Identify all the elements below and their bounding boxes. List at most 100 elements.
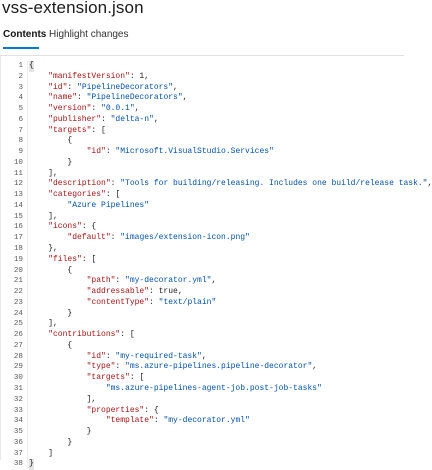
code-line: 6 "publisher": "delta-n", <box>1 114 405 126</box>
code-line: 34 "template": "my-decorator.yml" <box>1 416 405 428</box>
line-number: 18 <box>13 245 23 254</box>
code-line: 1{ <box>1 61 405 72</box>
line-number: 11 <box>13 169 23 178</box>
code-line: 37 ] <box>1 448 405 460</box>
gutter-divider <box>27 157 28 169</box>
code-line: 5 "version": "0.0.1", <box>1 104 405 115</box>
line-text: } <box>29 459 34 470</box>
line-number: 38 <box>13 460 23 469</box>
gutter-divider <box>27 82 28 94</box>
line-number: 35 <box>13 428 23 437</box>
line-text: "default": "images/extension-icon.png" <box>67 233 250 243</box>
gutter-divider <box>27 340 28 352</box>
line-number: 10 <box>13 158 23 167</box>
tab-contents[interactable]: Contents <box>3 29 47 40</box>
code-line: 10 } <box>1 157 405 169</box>
line-text: "manifestVersion": 1, <box>48 71 150 81</box>
gutter-divider <box>27 427 28 438</box>
line-text: }, <box>29 244 58 254</box>
gutter-divider <box>27 71 28 83</box>
gutter-divider <box>27 405 28 417</box>
line-text: "properties": { <box>86 405 159 415</box>
code-line: 35 } <box>1 427 405 438</box>
line-text: { <box>29 340 73 350</box>
line-number: 16 <box>13 223 23 232</box>
gutter-divider <box>27 179 28 191</box>
code-content: 1{2 "manifestVersion": 1,3 "id": "Pipeli… <box>1 61 432 470</box>
line-text: "type": "ms.azure-pipelines.pipeline-dec… <box>86 362 318 372</box>
line-text: ] <box>29 448 54 458</box>
code-line: 15 ], <box>1 211 405 223</box>
gutter-divider <box>27 319 28 331</box>
code-viewer[interactable]: 1{2 "manifestVersion": 1,3 "id": "Pipeli… <box>0 55 432 470</box>
code-line: 14 "Azure Pipelines" <box>1 200 405 212</box>
line-text: ], <box>29 319 58 329</box>
line-text: "targets": [ <box>48 125 106 135</box>
line-number: 3 <box>18 83 23 92</box>
line-text: "name": "PipelineDecorators", <box>48 93 188 103</box>
line-text: "id": "my-required-task", <box>86 351 207 361</box>
code-line: 2 "manifestVersion": 1, <box>1 71 405 83</box>
line-number: 36 <box>13 438 23 447</box>
line-text: { <box>29 136 73 146</box>
line-text: "version": "0.0.1", <box>48 104 140 114</box>
line-number: 20 <box>13 266 23 275</box>
line-number: 26 <box>13 331 23 340</box>
gutter-divider <box>27 61 28 72</box>
line-number: 14 <box>13 201 23 210</box>
line-text: ], <box>29 168 58 178</box>
line-number: 9 <box>18 148 23 157</box>
gutter-divider <box>27 265 28 277</box>
line-text: ], <box>29 211 58 221</box>
line-text: { <box>29 61 34 72</box>
tab-highlight-changes[interactable]: Highlight changes <box>49 29 129 40</box>
gutter-divider <box>27 222 28 234</box>
gutter-divider <box>27 287 28 298</box>
code-line: 31 "ms.azure-pipelines-agent-job.post-jo… <box>1 383 405 395</box>
code-line: 30 "targets": [ <box>1 373 405 384</box>
code-line: 27 { <box>1 340 405 352</box>
line-text: "id": "Microsoft.VisualStudio.Services" <box>86 147 274 157</box>
line-number: 31 <box>13 384 23 393</box>
line-text: { <box>29 265 73 275</box>
code-line: 13 "categories": [ <box>1 190 405 201</box>
line-number: 34 <box>13 417 23 426</box>
gutter-divider <box>27 459 28 470</box>
line-number: 32 <box>13 395 23 404</box>
line-number: 8 <box>18 137 23 146</box>
gutter-divider <box>27 362 28 374</box>
code-line: 8 { <box>1 136 405 148</box>
code-line: 19 "files": [ <box>1 254 405 266</box>
line-number: 13 <box>13 191 23 200</box>
code-line: 29 "type": "ms.azure-pipelines.pipeline-… <box>1 362 405 374</box>
gutter-divider <box>27 147 28 158</box>
code-line: 32 ], <box>1 394 405 406</box>
code-line: 17 "default": "images/extension-icon.png… <box>1 233 405 245</box>
line-text: } <box>29 437 73 447</box>
code-line: 20 { <box>1 265 405 277</box>
code-line: 18 }, <box>1 244 405 255</box>
line-number: 33 <box>13 406 23 415</box>
code-line: 33 "properties": { <box>1 405 405 417</box>
line-text: "publisher": "delta-n", <box>48 114 159 124</box>
line-number: 28 <box>13 352 23 361</box>
code-line: 4 "name": "PipelineDecorators", <box>1 93 405 105</box>
gutter-divider <box>27 233 28 245</box>
line-text: "addressable": true, <box>86 287 183 297</box>
line-text: "ms.azure-pipelines-agent-job.post-job-t… <box>105 383 322 393</box>
gutter-divider <box>27 437 28 449</box>
tab-bar: Contents Highlight changes <box>0 25 404 49</box>
line-number: 25 <box>13 320 23 329</box>
code-line: 16 "icons": { <box>1 222 405 234</box>
line-number: 15 <box>13 212 23 221</box>
line-number: 24 <box>13 309 23 318</box>
gutter-divider <box>27 254 28 266</box>
line-number: 27 <box>13 341 23 350</box>
line-number: 7 <box>18 126 23 135</box>
line-text: "description": "Tools for building/relea… <box>48 179 432 189</box>
code-line: 11 ], <box>1 168 405 180</box>
line-number: 30 <box>13 374 23 383</box>
gutter-divider <box>27 104 28 115</box>
gutter-divider <box>27 93 28 105</box>
line-number: 17 <box>13 234 23 243</box>
